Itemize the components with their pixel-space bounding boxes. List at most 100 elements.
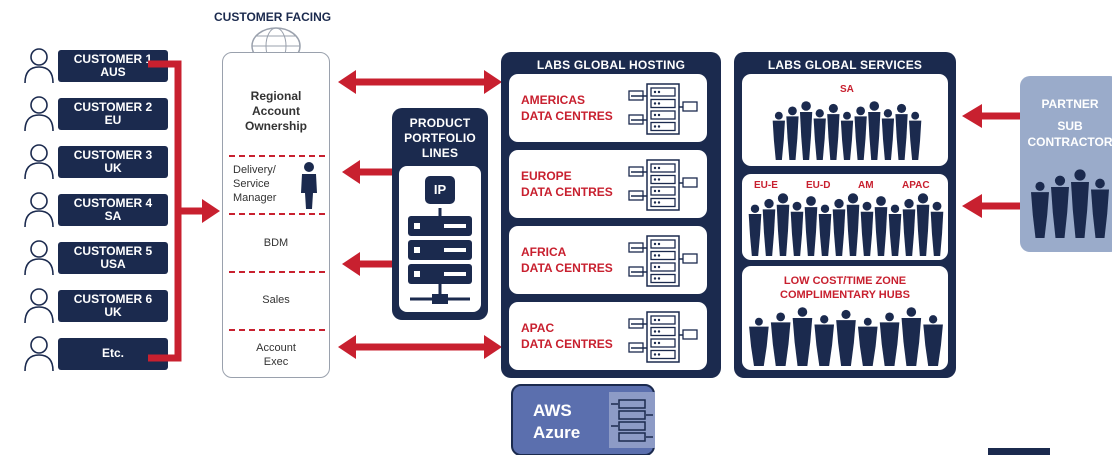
services-title: LABS GLOBAL SERVICES bbox=[767, 58, 923, 72]
hosting-title: LABS GLOBAL HOSTING bbox=[536, 58, 686, 72]
customer-region: UK bbox=[104, 305, 122, 319]
customer-region: SA bbox=[104, 209, 122, 223]
person-silhouette-icon bbox=[874, 196, 888, 256]
product-title-line3: LINES bbox=[421, 146, 459, 160]
sa-label: SA bbox=[840, 84, 854, 95]
person-silhouette-icon bbox=[814, 315, 835, 366]
data-centre-region: AFRICA bbox=[521, 245, 567, 259]
person-silhouette-icon bbox=[770, 312, 791, 366]
person-silhouette-icon bbox=[749, 317, 769, 366]
person-silhouette-icon bbox=[818, 204, 832, 256]
person-silhouette-icon bbox=[930, 201, 944, 256]
person-silhouette-icon bbox=[776, 193, 790, 256]
person-silhouette-icon bbox=[860, 201, 874, 256]
person-silhouette-icon bbox=[1051, 175, 1069, 238]
partner-line1: PARTNER bbox=[1041, 97, 1099, 111]
person-outline-icon bbox=[24, 144, 54, 180]
decorative-bar bbox=[988, 448, 1050, 455]
divider bbox=[229, 155, 325, 157]
customer-name: CUSTOMER 2 bbox=[73, 100, 153, 114]
data-centre-region: APAC bbox=[521, 321, 555, 335]
person-outline-icon bbox=[24, 96, 54, 132]
manager-person-icon bbox=[301, 162, 317, 209]
customer-region: AUS bbox=[100, 65, 126, 79]
sa-team-card: SA bbox=[742, 74, 948, 166]
person-silhouette-icon bbox=[840, 111, 854, 160]
person-silhouette-icon bbox=[1091, 178, 1109, 238]
data-centre-card: AMERICAS DATA CENTRES bbox=[509, 74, 707, 142]
customer-name: Etc. bbox=[101, 346, 124, 360]
person-outline-icon bbox=[24, 192, 54, 228]
global-services-panel: LABS GLOBAL SERVICES SA EU-E EU-D AM APA… bbox=[734, 52, 956, 378]
customer-region: UK bbox=[104, 161, 122, 175]
person-silhouette-icon bbox=[881, 109, 895, 160]
divider bbox=[229, 329, 325, 331]
customer-bracket-arrow bbox=[148, 60, 220, 362]
account-roles-panel: Regional Account Ownership Delivery/ Ser… bbox=[222, 52, 330, 378]
data-centre-type: DATA CENTRES bbox=[521, 185, 613, 199]
person-silhouette-icon bbox=[790, 201, 804, 256]
customer-name: CUSTOMER 6 bbox=[73, 292, 153, 306]
server-rack-icon bbox=[628, 159, 698, 211]
cloud-line2: Azure bbox=[533, 423, 581, 442]
person-silhouette-icon bbox=[916, 193, 930, 256]
person-silhouette-icon bbox=[792, 307, 813, 366]
partner-line2: SUB bbox=[1057, 119, 1083, 133]
person-silhouette-icon bbox=[868, 101, 881, 160]
customer-label: Etc. bbox=[58, 338, 168, 370]
person-silhouette-icon bbox=[857, 317, 878, 366]
server-rack-icon bbox=[628, 83, 698, 135]
person-silhouette-icon bbox=[827, 103, 840, 160]
product-title-line1: PRODUCT bbox=[409, 116, 471, 130]
regional-line2: Account bbox=[252, 104, 300, 118]
sales-label: Sales bbox=[262, 294, 290, 306]
person-silhouette-icon bbox=[804, 196, 818, 256]
server-rack-icon bbox=[628, 235, 698, 287]
person-outline-icon bbox=[24, 336, 54, 372]
person-silhouette-icon bbox=[909, 111, 922, 160]
exec-line1: Account bbox=[256, 342, 296, 354]
person-outline-icon bbox=[24, 48, 54, 84]
people-group-icon bbox=[1031, 169, 1109, 238]
delivery-line2: Service bbox=[233, 178, 270, 190]
person-silhouette-icon bbox=[888, 204, 902, 256]
partner-line3: CONTRACTOR bbox=[1027, 135, 1112, 149]
partner-arrows bbox=[962, 104, 1020, 218]
person-outline-icon bbox=[24, 288, 54, 324]
data-centre-region: AMERICAS bbox=[521, 93, 586, 107]
person-silhouette-icon bbox=[895, 103, 908, 160]
data-centre-card: EUROPE DATA CENTRES bbox=[509, 150, 707, 218]
delivery-line1: Delivery/ bbox=[233, 164, 276, 176]
person-silhouette-icon bbox=[786, 106, 799, 160]
server-rack-icon bbox=[609, 392, 655, 448]
ip-badge: IP bbox=[425, 176, 455, 204]
person-silhouette-icon bbox=[813, 109, 826, 160]
person-silhouette-icon bbox=[748, 204, 762, 256]
data-centre-type: DATA CENTRES bbox=[521, 109, 613, 123]
region-label-2: AM bbox=[858, 180, 874, 191]
data-centre-region: EUROPE bbox=[521, 169, 572, 183]
customer-name: CUSTOMER 5 bbox=[73, 244, 153, 258]
person-silhouette-icon bbox=[1031, 181, 1049, 238]
data-centre-type: DATA CENTRES bbox=[521, 337, 613, 351]
partner-panel: PARTNER SUB CONTRACTOR bbox=[1020, 76, 1112, 252]
regional-teams-card: EU-E EU-D AM APAC bbox=[742, 174, 948, 260]
person-silhouette-icon bbox=[901, 307, 922, 366]
product-title-line2: PORTFOLIO bbox=[404, 131, 476, 145]
customer-name: CUSTOMER 3 bbox=[73, 148, 153, 162]
region-label-0: EU-E bbox=[754, 180, 778, 191]
customer-name: CUSTOMER 4 bbox=[73, 196, 153, 210]
hubs-card: LOW COST/TIME ZONE COMPLIMENTARY HUBS bbox=[742, 266, 948, 370]
server-stack-icon bbox=[408, 208, 472, 304]
people-group-icon bbox=[749, 307, 943, 366]
